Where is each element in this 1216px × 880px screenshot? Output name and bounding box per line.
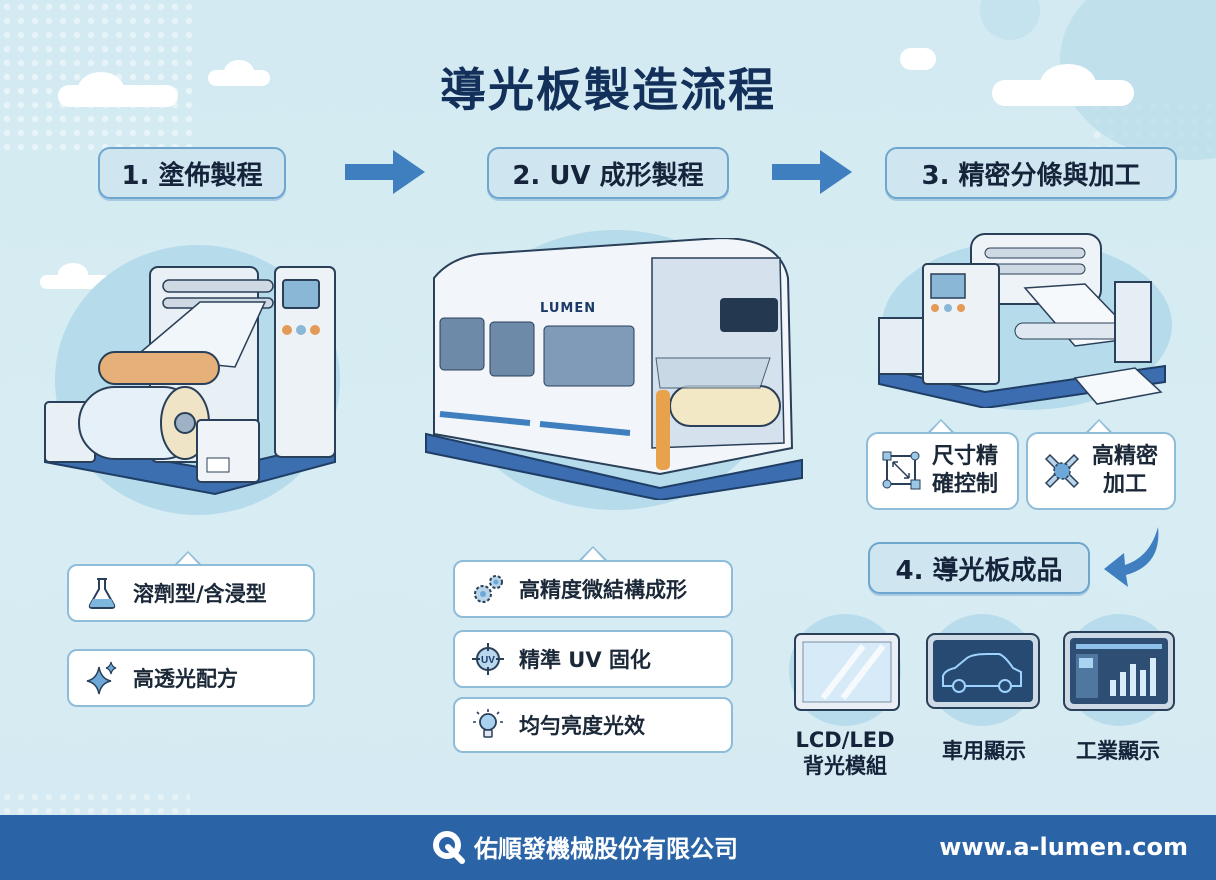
- arrow-right-icon: [345, 150, 425, 194]
- footer-bar: 佑順發機械股份有限公司 www.a-lumen.com: [0, 815, 1216, 880]
- cloud: [1040, 64, 1096, 104]
- product-label-industrial: 工業顯示: [1076, 739, 1160, 763]
- uv-target-icon: UV: [472, 643, 504, 675]
- lightbulb-icon: [473, 709, 503, 738]
- callout-pointer: [174, 551, 202, 566]
- flask-icon: [88, 578, 116, 609]
- cloud: [58, 263, 88, 285]
- step-3-header: 3. 精密分條與加工: [885, 147, 1177, 199]
- feature-label: 溶劑型/含浸型: [133, 582, 267, 606]
- feature-label: 均勻亮度光效: [519, 714, 645, 738]
- bg-circle-small: [980, 0, 1040, 40]
- industrial-display-icon: [1063, 631, 1175, 711]
- svg-text:UV: UV: [481, 655, 495, 666]
- company-logo-icon: [433, 830, 465, 864]
- dot-pattern-bottom-left: [0, 790, 190, 815]
- uv-forming-machine-illustration: [425, 238, 803, 500]
- coating-machine-illustration: [44, 266, 336, 496]
- callout-pointer: [579, 546, 607, 561]
- company-brand: 佑順發機械股份有限公司: [432, 829, 738, 864]
- product-label-automotive: 車用顯示: [942, 739, 1026, 763]
- dimension-icon: [882, 451, 921, 490]
- feature-card-high-precision: 高精密加工: [1026, 432, 1176, 510]
- step-1-header: 1. 塗佈製程: [98, 147, 286, 199]
- feature-text: 高精密加工: [1092, 444, 1159, 497]
- sparkle-icon: [86, 661, 117, 695]
- feature-card-dimension-control: 尺寸精確控制: [866, 432, 1019, 510]
- curved-arrow-icon: [1104, 527, 1159, 587]
- feature-label: 精準 UV 固化: [519, 648, 651, 672]
- backlight-panel-icon: [794, 633, 900, 711]
- step-4-header: 4. 導光板成品: [868, 542, 1090, 594]
- feature-label: 高透光配方: [133, 667, 238, 691]
- cloud: [224, 60, 254, 84]
- gears-icon: [474, 575, 503, 603]
- feature-text: 尺寸精確控制: [932, 444, 999, 497]
- callout-pointer: [927, 419, 955, 434]
- feature-card-uniform-brightness: 均勻亮度光效: [453, 697, 733, 753]
- slitting-machine-illustration: [878, 233, 1166, 408]
- arrow-right-icon: [772, 150, 852, 194]
- callout-pointer: [1085, 419, 1113, 434]
- website-link[interactable]: www.a-lumen.com: [939, 833, 1188, 861]
- feature-card-high-transmittance: 高透光配方: [67, 649, 315, 707]
- company-name: 佑順發機械股份有限公司: [474, 835, 738, 863]
- feature-card-solvent-type: 溶劑型/含浸型: [67, 564, 315, 622]
- machine-brand-label: LUMEN: [540, 301, 597, 316]
- step-2-header: 2. UV 成形製程: [487, 147, 729, 199]
- precision-tools-icon: [1044, 453, 1080, 489]
- feature-card-microstructure: 高精度微結構成形: [453, 560, 733, 618]
- cloud: [900, 48, 936, 70]
- feature-label: 高精度微結構成形: [519, 578, 687, 602]
- car-display-icon: [926, 633, 1040, 709]
- cloud: [78, 72, 124, 106]
- feature-card-uv-curing: UV 精準 UV 固化: [453, 630, 733, 688]
- page-title: 導光板製造流程: [440, 63, 776, 117]
